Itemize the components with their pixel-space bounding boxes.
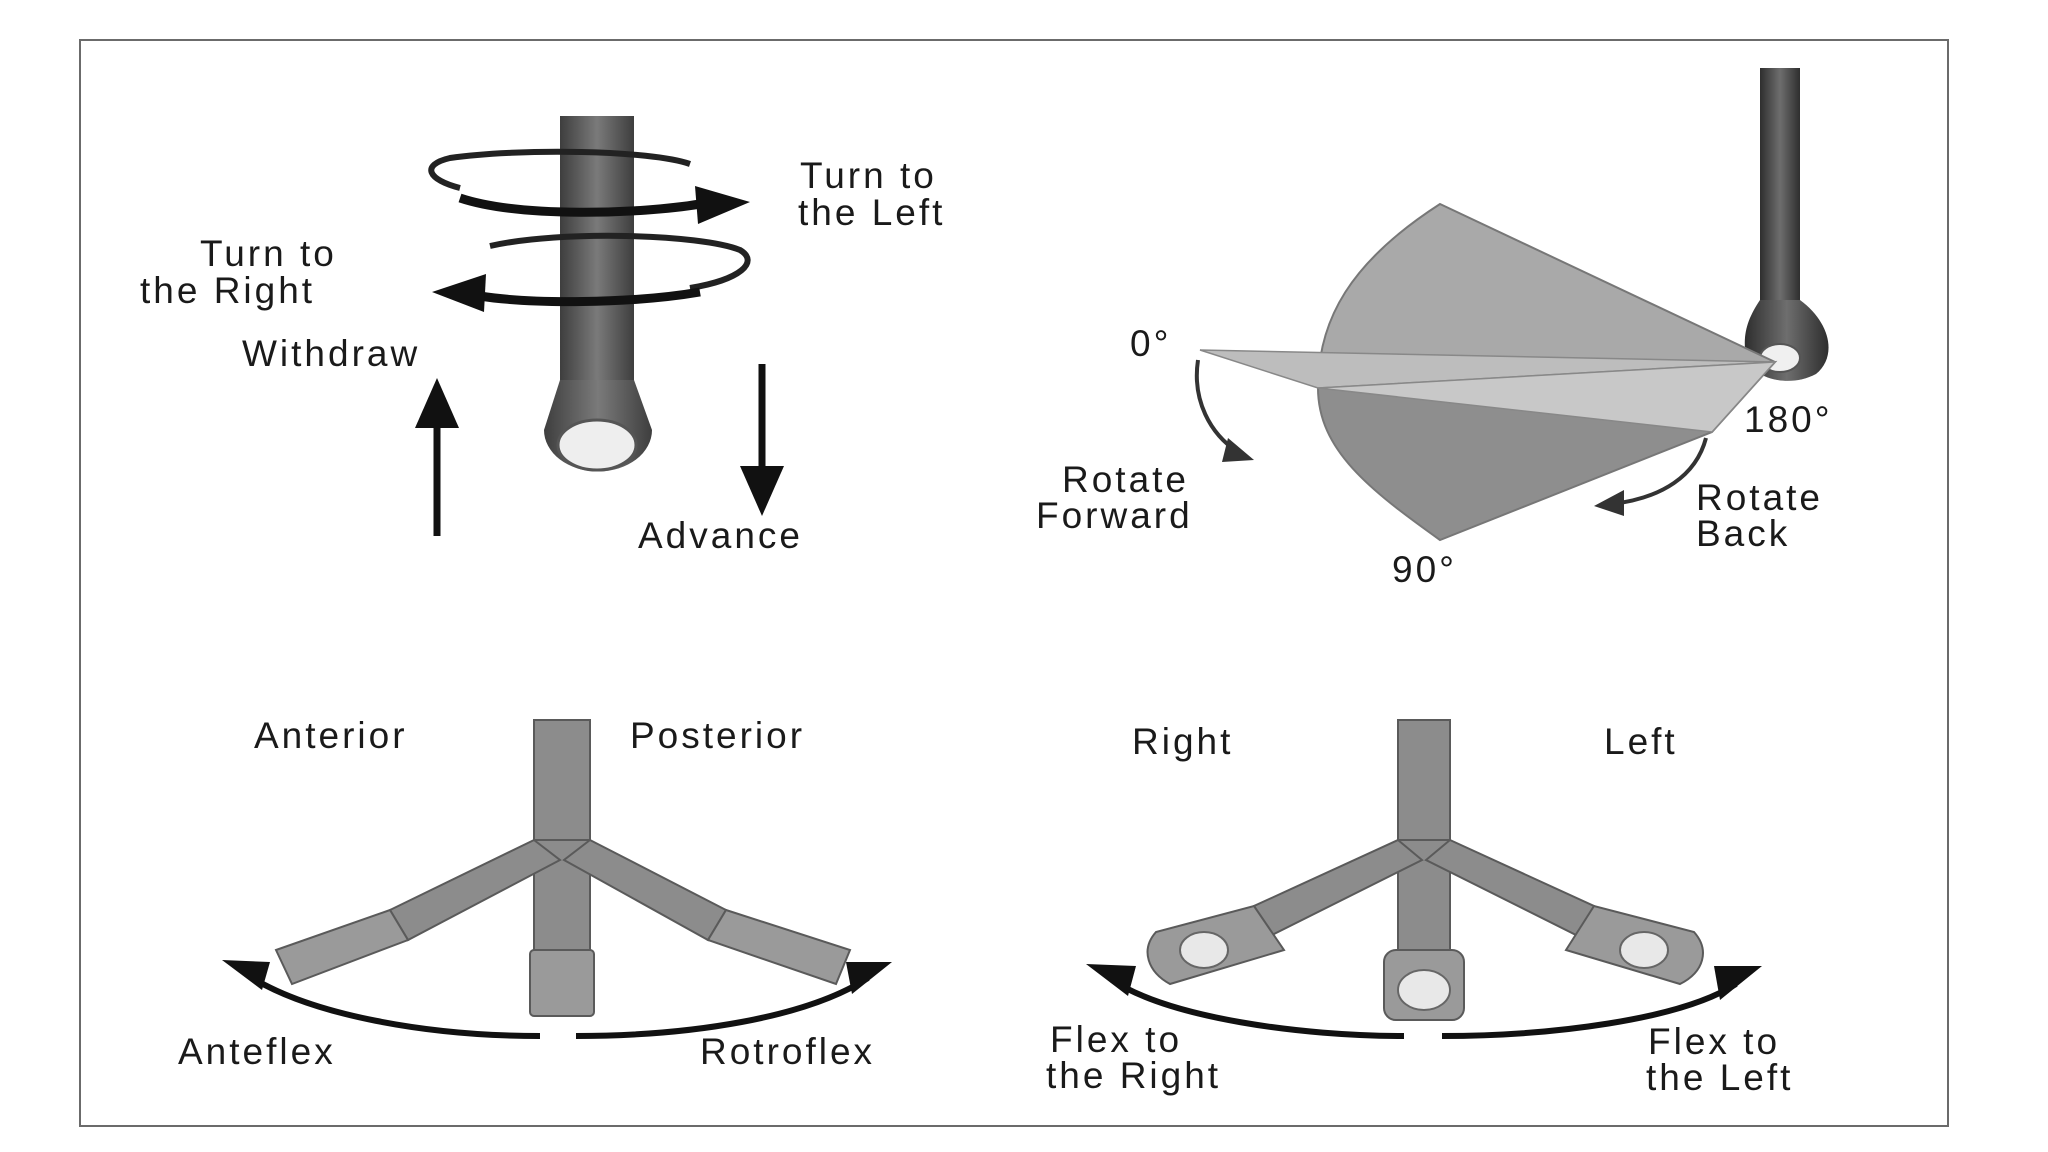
rotate-back-label-2: Back	[1696, 513, 1790, 554]
rotate-back-arrowhead	[1594, 490, 1624, 516]
flex-right-arrowhead	[1086, 964, 1136, 996]
rotate-back-label: Rotate	[1696, 477, 1823, 518]
transducer-face	[556, 418, 638, 472]
turn-right-arrowhead	[432, 274, 486, 312]
withdraw-label: Withdraw	[242, 333, 420, 374]
turn-left-label: Turn to	[800, 155, 937, 196]
withdraw-arrowhead	[415, 378, 459, 428]
angle-0-label: 0°	[1130, 323, 1171, 364]
turn-left-arrowhead	[695, 186, 750, 224]
turn-left-ring-back	[428, 148, 691, 191]
probe-shaft	[1397, 719, 1451, 841]
imaging-plane-180	[1317, 361, 1777, 433]
retroflex-label: Rotroflex	[700, 1031, 875, 1072]
retroflex-arrow	[575, 975, 870, 1039]
turn-right-label: Turn to	[200, 233, 337, 274]
rotate-forward-arrowhead	[1222, 438, 1254, 462]
panel-tip-movements: Turn to the Left Turn to the Right Withd…	[140, 116, 945, 556]
rotate-forward-label: Rotate	[1062, 459, 1189, 500]
turn-left-arrow	[458, 193, 701, 217]
turn-right-label-2: the Right	[140, 270, 315, 311]
flex-left-label-2: the Left	[1646, 1057, 1793, 1098]
posterior-label: Posterior	[630, 715, 805, 756]
flex-left-arrowhead	[1714, 966, 1762, 1000]
panel-flexion-anteroposterior: Anterior Posterior Anteflex Rotroflex	[178, 715, 892, 1072]
flex-left-arrow	[1441, 981, 1738, 1039]
angle-180-label: 180°	[1744, 399, 1833, 440]
turn-left-label-2: the Left	[798, 192, 945, 233]
anterior-label: Anterior	[254, 715, 408, 756]
probe-retroflexed-tip	[706, 908, 852, 986]
turn-right-arrow	[479, 287, 701, 307]
flex-right-arrow	[1110, 977, 1405, 1039]
rotate-forward-label-2: Forward	[1036, 495, 1193, 536]
anteflex-arrowhead	[222, 960, 270, 990]
turn-right-ring-back	[489, 232, 751, 291]
panel-flexion-lateral: Right Left Flex to the Right Flex to the…	[1046, 719, 1793, 1098]
flex-right-label: Flex to	[1050, 1019, 1182, 1060]
probe-neutral-tip	[529, 949, 595, 1017]
transducer-face	[1619, 931, 1669, 969]
flex-left-label: Flex to	[1648, 1021, 1780, 1062]
transducer-face	[1397, 969, 1451, 1011]
anteflex-arrow	[244, 971, 541, 1039]
anteflex-label: Anteflex	[178, 1031, 336, 1072]
probe-anteflexed-tip	[274, 908, 410, 986]
retroflex-arrowhead	[846, 962, 892, 994]
panel-multiplane-rotation: 0° 90° 180° Rotate Forward Rotate Back	[1036, 68, 1833, 590]
flex-right-label-2: the Right	[1046, 1055, 1221, 1096]
advance-arrowhead	[740, 466, 784, 516]
angle-90-label: 90°	[1392, 549, 1457, 590]
right-label: Right	[1132, 721, 1233, 762]
probe-shaft	[1760, 68, 1800, 308]
left-label: Left	[1604, 721, 1678, 762]
transducer-face	[1179, 931, 1229, 969]
advance-label: Advance	[638, 515, 803, 556]
probe-shaft	[560, 116, 634, 416]
rotate-back-arrow	[1611, 437, 1708, 506]
probe-shaft	[533, 719, 591, 841]
